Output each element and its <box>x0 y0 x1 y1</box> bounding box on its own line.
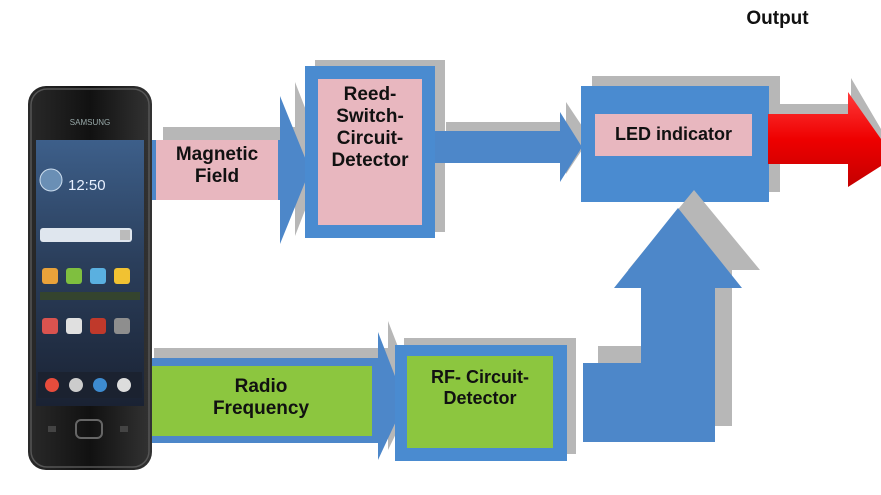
rf-to-led-arrow <box>583 190 760 442</box>
phone-clock: 12:50 <box>68 177 106 194</box>
smartphone-illustration: SAMSUNG 12:50 <box>28 86 152 470</box>
radio-frequency-box <box>150 366 372 436</box>
output-arrow <box>768 78 881 187</box>
output-label: Output <box>746 8 809 29</box>
reed-switch-box <box>305 60 445 238</box>
reed-switch-line-1: Reed- <box>343 84 397 105</box>
radio-frequency-line-2: Frequency <box>212 397 310 419</box>
radio-frequency-label: Radio Frequency <box>150 376 372 420</box>
rf-detector-line-1: RF- Circuit- <box>431 367 529 387</box>
magnetic-field-line-2: Field <box>194 165 240 187</box>
reed-switch-line-4: Detector <box>331 149 409 171</box>
phone-search-bar <box>40 228 132 242</box>
magnetic-field-arrow <box>150 82 325 244</box>
radio-frequency-arrow <box>142 321 416 460</box>
led-indicator-label: LED indicator <box>614 124 732 144</box>
radio-frequency-line-1: Radio <box>234 376 288 397</box>
magnetic-field-label: Magnetic Field <box>156 144 278 188</box>
rf-detector-label: RF- Circuit- Detector <box>407 367 553 408</box>
reed-switch-line-3: Circuit- <box>336 127 404 149</box>
magnetic-field-box <box>156 140 278 200</box>
rf-detector-box <box>395 338 576 461</box>
reed-switch-line-2: Switch- <box>336 105 404 127</box>
led-indicator-box <box>581 76 780 202</box>
phone-home-button <box>75 419 103 439</box>
reed-to-led-arrow <box>435 102 590 182</box>
reed-switch-label: Reed- Switch- Circuit- Detector <box>318 84 422 171</box>
rf-detector-line-2: Detector <box>443 387 517 408</box>
phone-brand: SAMSUNG <box>70 118 110 127</box>
magnetic-field-line-1: Magnetic <box>175 144 259 165</box>
